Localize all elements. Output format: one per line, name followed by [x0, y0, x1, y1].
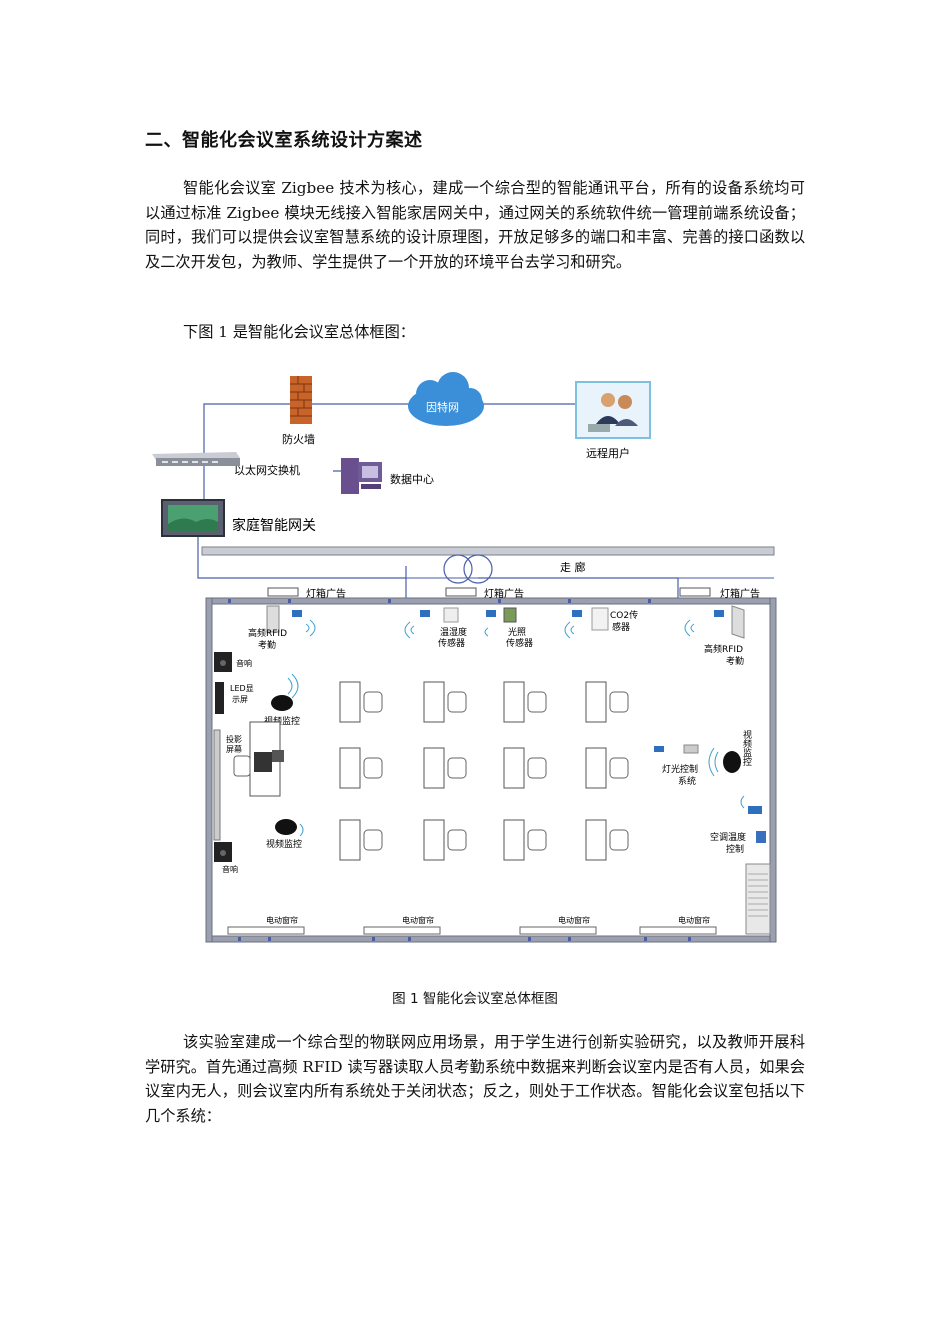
- lightbox-label-1: 灯箱广告: [306, 587, 346, 600]
- led-display-label-2: 示屏: [232, 695, 248, 704]
- firewall-label: 防火墙: [282, 432, 315, 446]
- curtain-label-3: 电动窗帘: [558, 915, 590, 925]
- projector-screen-label: 投影: [226, 734, 242, 744]
- ac-unit-icon: [740, 795, 771, 935]
- camera-right-icon: [708, 747, 741, 777]
- internet-cloud-icon: [408, 372, 484, 426]
- student-desk: [503, 747, 525, 789]
- rfid-reader-right-icon: [684, 605, 745, 639]
- curtain-label-4: 电动窗帘: [678, 915, 710, 925]
- curtains: [227, 926, 717, 935]
- chair: [363, 691, 383, 713]
- firewall-icon: [290, 376, 312, 424]
- speaker-top-label: 音响: [236, 658, 252, 668]
- ac-control-label-2: 控制: [726, 843, 744, 855]
- projector-screen-label-2: 屏幕: [226, 744, 242, 754]
- chair: [527, 691, 547, 713]
- wall-markers: [228, 599, 691, 941]
- co2-sensor-label: CO2传: [610, 609, 638, 621]
- chair: [609, 757, 629, 779]
- chair: [527, 829, 547, 851]
- camera-left-bottom-icon: [275, 819, 304, 837]
- light-sensor-icon: [484, 607, 517, 637]
- light-sensor-label-2: 传感器: [506, 637, 533, 649]
- figure-caption: 图 1 智能化会议室总体框图: [392, 991, 558, 1007]
- co2-sensor-label-2: 感器: [612, 621, 630, 633]
- ac-control-label: 空调温度: [710, 831, 746, 843]
- light-sensor-label: 光照: [508, 626, 526, 638]
- student-desk: [339, 747, 361, 789]
- light-control-label: 灯光控制: [662, 763, 698, 775]
- speaker-bottom-label: 音响: [222, 864, 238, 874]
- curtain-label-2: 电动窗帘: [402, 915, 434, 925]
- rfid-left-label: 高频RFID: [248, 627, 287, 639]
- student-desk: [339, 681, 361, 723]
- video-right-label-text: 视频监控: [741, 729, 752, 767]
- chair: [447, 691, 467, 713]
- conference-room-diagram: 防火墙 因特网 远程用户 以太网交换机 数据中心 家庭智能网关: [148, 366, 788, 956]
- lightbox-icons: [267, 587, 711, 597]
- student-desk: [585, 681, 607, 723]
- speaker-bottom-icon: [214, 842, 232, 862]
- lightbox-label-2: 灯箱广告: [484, 587, 524, 600]
- chair: [609, 829, 629, 851]
- student-desk: [423, 819, 445, 861]
- chair: [447, 829, 467, 851]
- temp-sensor-label-2: 传感器: [438, 637, 465, 649]
- student-desk: [503, 681, 525, 723]
- section-heading: 二、智能化会议室系统设计方案述: [145, 130, 423, 151]
- ethernet-switch-icon: [152, 452, 240, 466]
- data-center-icon: [341, 458, 382, 494]
- teacher-desk: [233, 721, 284, 797]
- chair: [363, 757, 383, 779]
- student-desk: [423, 681, 445, 723]
- projector-screen-icon: [213, 729, 221, 841]
- remote-user-label: 远程用户: [586, 446, 630, 460]
- student-desk: [503, 819, 525, 861]
- chair: [609, 691, 629, 713]
- chair: [527, 757, 547, 779]
- camera-left-top-icon: [271, 673, 299, 711]
- student-desk: [423, 747, 445, 789]
- lightbox-label-3: 灯箱广告: [720, 587, 760, 600]
- switch-label: 以太网交换机: [234, 463, 300, 477]
- rfid-right-label: 高频RFID: [704, 643, 743, 655]
- room-walls: [205, 597, 777, 943]
- figure-intro-paragraph: 下图 1 是智能化会议室总体框图：: [183, 323, 415, 341]
- student-desks: [339, 681, 629, 861]
- internet-label: 因特网: [426, 400, 459, 414]
- temperature-sensor-icon: [404, 607, 459, 639]
- student-desk: [585, 819, 607, 861]
- light-control-icon: [654, 744, 699, 754]
- intro-paragraph: 智能化会议室 Zigbee 技术为核心，建成一个综合型的智能通讯平台，所有的设备…: [145, 179, 805, 271]
- data-center-label: 数据中心: [390, 472, 434, 486]
- led-display-icon: [215, 682, 224, 714]
- remote-user-icon: [575, 381, 651, 439]
- chair: [363, 829, 383, 851]
- gateway-label: 家庭智能网关: [232, 517, 316, 534]
- corridor-label: 走 廊: [560, 560, 586, 574]
- co2-sensor-icon: [564, 607, 609, 639]
- led-display-label: LED显: [230, 684, 254, 693]
- video-left-bottom-label: 视频监控: [266, 838, 302, 850]
- student-desk: [339, 819, 361, 861]
- chair: [447, 757, 467, 779]
- gateway-icon: [161, 499, 225, 537]
- student-desk: [585, 747, 607, 789]
- light-control-label-2: 系统: [678, 775, 696, 787]
- rfid-reader-icon: [266, 605, 316, 637]
- rfid-right-label-2: 考勤: [726, 655, 744, 667]
- speaker-top-icon: [214, 652, 232, 672]
- rfid-left-label-2: 考勤: [258, 639, 276, 651]
- temp-sensor-label: 温湿度: [440, 626, 467, 638]
- corridor-wall: [201, 546, 775, 584]
- video-right-label: 视频监控: [741, 729, 752, 767]
- curtain-label-1: 电动窗帘: [266, 915, 298, 925]
- description-paragraph: 该实验室建成一个综合型的物联网应用场景，用于学生进行创新实验研究，以及教师开展科…: [145, 1033, 805, 1125]
